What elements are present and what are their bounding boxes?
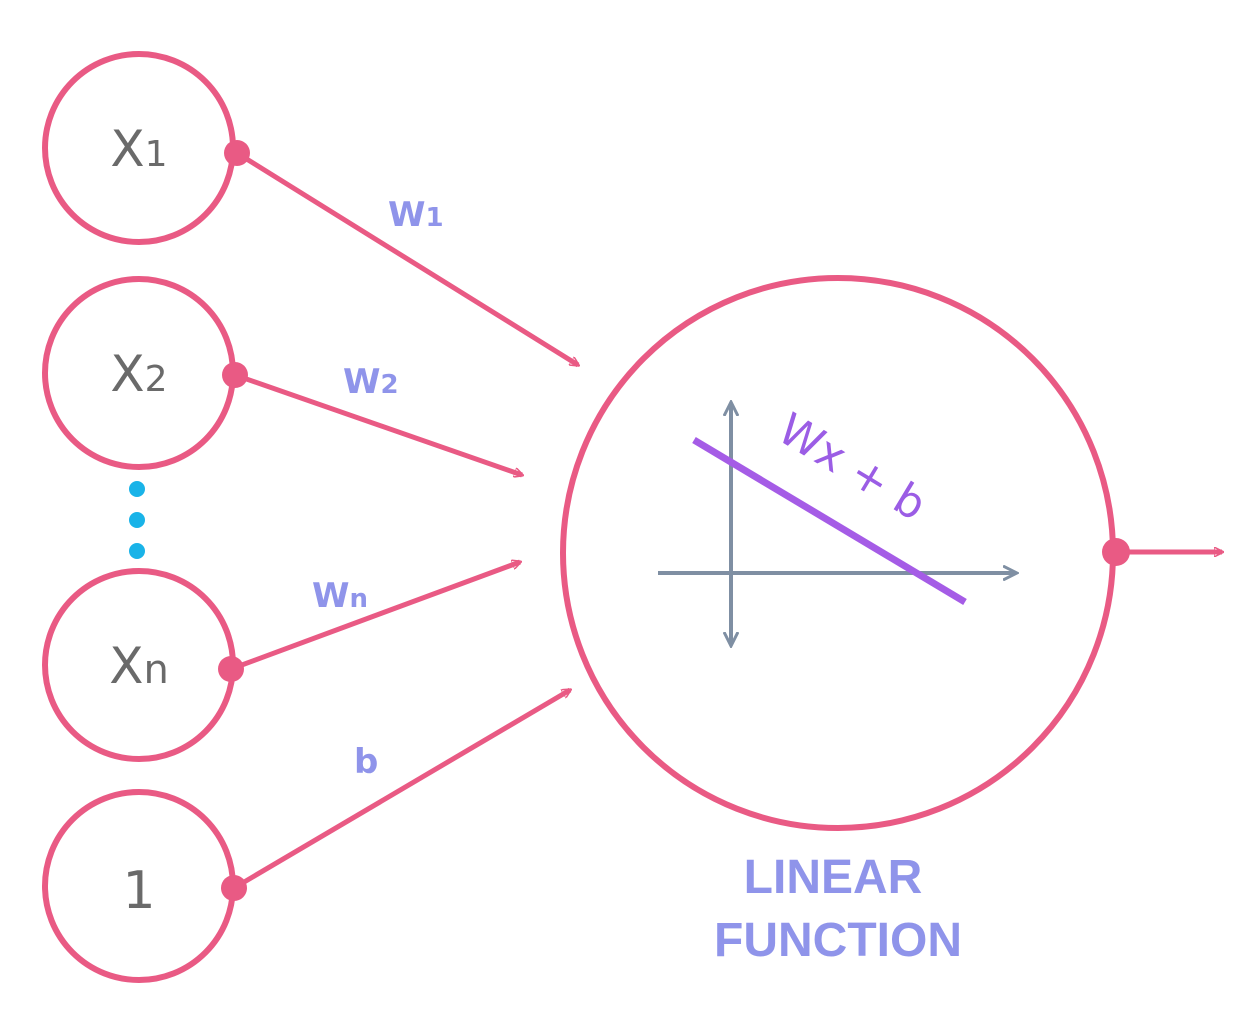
- svg-text:b: b: [354, 742, 378, 782]
- connection-arrows: [218, 140, 578, 901]
- linear-function-line: [692, 436, 967, 606]
- output-arrow: [1102, 538, 1222, 566]
- ellipsis-dots: [129, 481, 145, 559]
- arrow-x1: [235, 150, 578, 368]
- port-xn: [218, 656, 244, 682]
- port-output: [1102, 538, 1130, 566]
- neuron-label: LINEAR FUNCTION: [714, 851, 962, 967]
- input-node-x1: X1: [42, 51, 236, 245]
- input-node-xn: Xn: [42, 568, 236, 762]
- input-node-x2: X2: [42, 276, 236, 470]
- input-x1-symbol: X: [110, 120, 144, 178]
- input-bias-symbol: 1: [122, 861, 155, 921]
- weight-w1-symbol: W: [388, 195, 426, 235]
- arrow-bias: [232, 687, 570, 891]
- input-x2-symbol: X: [110, 345, 144, 403]
- arrow-xn: [230, 562, 520, 672]
- input-x1-subscript: 1: [145, 134, 168, 175]
- weight-labels: W1 W2 Wn b: [312, 195, 444, 782]
- weight-w2-symbol: W: [343, 362, 381, 402]
- svg-text:1: 1: [122, 861, 155, 921]
- svg-text:X2: X2: [110, 345, 167, 403]
- port-x1: [224, 140, 250, 166]
- svg-text:W1: W1: [388, 195, 444, 235]
- input-xn-subscript: n: [143, 647, 168, 693]
- input-node-bias: 1: [42, 789, 236, 983]
- input-x2-subscript: 2: [145, 359, 168, 400]
- arrow-x2: [234, 372, 522, 475]
- svg-text:Xn: Xn: [109, 637, 169, 695]
- weight-w2-subscript: 2: [381, 370, 399, 400]
- neuron-node: Wx + b: [560, 275, 1116, 831]
- weight-w1-subscript: 1: [426, 203, 444, 233]
- weight-wn-symbol: W: [312, 576, 350, 616]
- weight-wn-subscript: n: [350, 584, 369, 614]
- port-bias: [221, 875, 247, 901]
- neuron-label-line2: FUNCTION: [714, 914, 962, 967]
- input-xn-symbol: X: [109, 637, 143, 695]
- neuron-label-line1: LINEAR: [744, 851, 923, 904]
- svg-text:W2: W2: [343, 362, 399, 402]
- svg-text:X1: X1: [110, 120, 167, 178]
- port-x2: [222, 362, 248, 388]
- weight-bias-symbol: b: [354, 742, 378, 782]
- svg-text:Wn: Wn: [312, 576, 368, 616]
